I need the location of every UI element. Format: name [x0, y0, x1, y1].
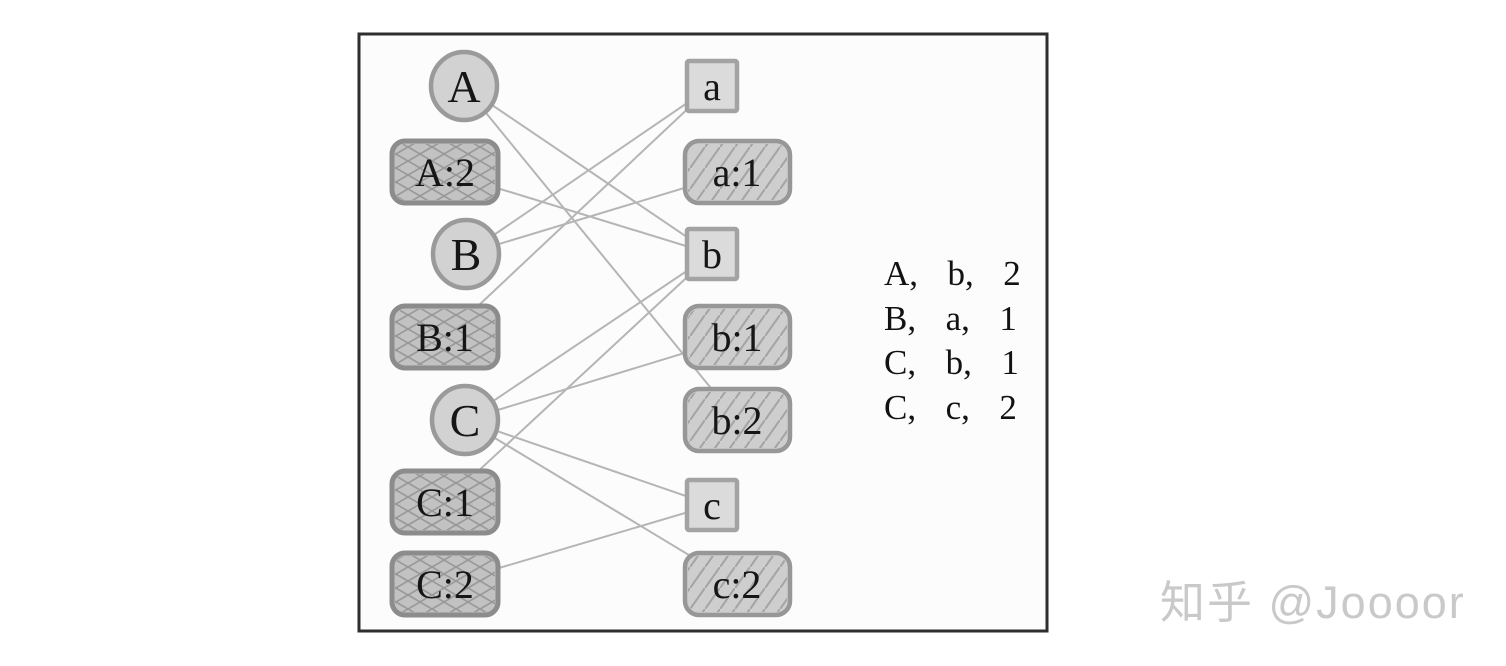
node-C2-label: C:2: [416, 562, 474, 607]
node-A2-hatch: [395, 144, 495, 200]
node-c2: c:2: [682, 550, 793, 618]
node-a-label: a: [703, 64, 721, 109]
node-B-shape: [430, 217, 502, 291]
node-C1-label: C:1: [416, 480, 474, 525]
node-a-shape: [684, 58, 740, 114]
node-A-label: A: [447, 61, 480, 112]
node-B1-hatch: [395, 309, 495, 365]
node-b2: b:2: [682, 386, 793, 454]
node-B: B: [430, 217, 502, 291]
node-b1: b:1: [682, 303, 793, 371]
node-b1-label: b:1: [711, 315, 762, 360]
node-C2: C:2: [389, 550, 501, 618]
edge-list-row: A, b, 2: [884, 254, 1021, 293]
node-b: b: [684, 226, 740, 282]
edge-B-a: [465, 85, 713, 255]
edge-list-row: C, b, 1: [884, 343, 1019, 382]
edge-list: A, b, 2 B, a, 1 C, b, 1 C, c, 2: [884, 254, 1021, 427]
node-c-shape: [684, 477, 740, 533]
node-A2: A:2: [389, 138, 501, 206]
edge-C1-b: [444, 253, 713, 503]
node-b2-hatch: [688, 392, 787, 448]
node-c-label: c: [703, 483, 721, 528]
node-A-shape: [428, 49, 500, 123]
edge-C-c: [464, 419, 713, 506]
node-C2-hatch: [395, 556, 495, 612]
node-b-shape: [684, 226, 740, 282]
node-a1-hatch: [688, 144, 787, 200]
node-B1: B:1: [389, 303, 501, 371]
node-C1-hatch: [395, 474, 495, 530]
edges-layer: [444, 85, 738, 585]
node-c: c: [684, 477, 740, 533]
edge-list-row: C, c, 2: [884, 388, 1017, 427]
node-b1-hatch: [688, 309, 787, 365]
node-a: a: [684, 58, 740, 114]
edge-B1-a: [444, 85, 713, 338]
node-C: C: [429, 383, 501, 457]
node-b-label: b: [702, 232, 722, 277]
node-a1: a:1: [682, 138, 793, 206]
node-C1: C:1: [389, 468, 501, 536]
edge-C-b: [464, 253, 713, 421]
watermark: 知乎 @Joooor: [1160, 577, 1466, 628]
node-c2-label: c:2: [713, 562, 762, 607]
node-B-label: B: [451, 229, 482, 280]
node-B1-label: B:1: [416, 315, 474, 360]
node-C-shape: [429, 383, 501, 457]
node-A2-label: A:2: [415, 150, 475, 195]
node-a1-label: a:1: [713, 150, 762, 195]
node-C-label: C: [450, 395, 481, 446]
edge-list-row: B, a, 1: [884, 299, 1017, 338]
node-c2-hatch: [688, 556, 787, 612]
node-A: A: [428, 49, 500, 123]
node-b2-label: b:2: [711, 398, 762, 443]
